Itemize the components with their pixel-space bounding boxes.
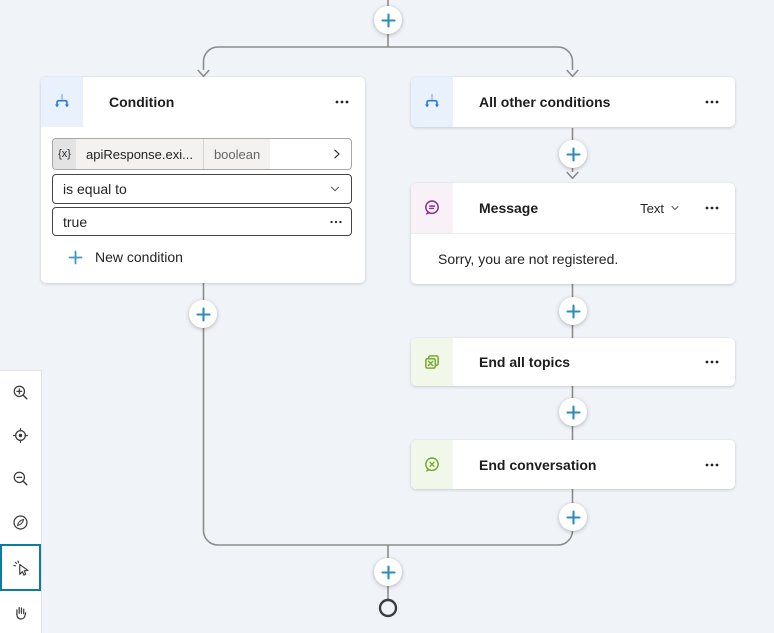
add-node-button[interactable] xyxy=(374,558,402,586)
variable-type: boolean xyxy=(203,139,271,169)
message-body-text[interactable]: Sorry, you are not registered. xyxy=(411,233,735,284)
operator-value: is equal to xyxy=(63,181,127,197)
end-conversation-icon xyxy=(411,440,453,489)
arrowhead-message xyxy=(566,171,579,180)
arrowhead-right-branch xyxy=(566,69,579,78)
center-view-icon xyxy=(12,428,29,444)
plus-icon xyxy=(565,509,581,525)
fit-view-button[interactable] xyxy=(0,500,41,544)
message-bubble-icon xyxy=(411,183,453,233)
ellipsis-icon xyxy=(330,220,342,223)
end-all-topics-node[interactable]: End all topics xyxy=(411,338,735,386)
condition-branch-icon xyxy=(411,77,453,127)
message-mode-value: Text xyxy=(640,200,664,216)
add-node-button[interactable] xyxy=(374,6,402,34)
add-node-button[interactable] xyxy=(189,300,217,328)
select-cursor-icon xyxy=(13,560,29,576)
new-condition-label: New condition xyxy=(95,249,183,265)
plus-icon xyxy=(565,404,581,420)
connector-merge-left xyxy=(202,530,559,546)
condition-value-row xyxy=(52,207,352,236)
message-mode-dropdown[interactable]: Text xyxy=(634,200,687,217)
plus-icon xyxy=(380,12,396,28)
condition-fields: {x} apiResponse.exi... boolean is equal … xyxy=(41,127,365,265)
variable-spacer xyxy=(270,139,323,169)
connector-branch-left xyxy=(202,46,218,70)
zoom-in-icon xyxy=(13,385,28,400)
select-tool-button[interactable] xyxy=(0,543,41,591)
add-node-button[interactable] xyxy=(559,503,587,531)
ellipsis-icon xyxy=(705,100,719,104)
ellipsis-icon xyxy=(705,206,719,210)
condition-node-header: Condition xyxy=(41,77,365,127)
node-menu-button[interactable] xyxy=(695,85,729,119)
variable-badge: {x} xyxy=(53,139,76,169)
node-menu-button[interactable] xyxy=(695,191,729,225)
condition-branch-icon xyxy=(41,77,83,127)
condition-value-input[interactable] xyxy=(53,213,321,230)
ellipsis-icon xyxy=(335,100,349,104)
node-title: End conversation xyxy=(479,456,597,473)
hand-icon xyxy=(16,606,27,620)
all-other-conditions-header: All other conditions xyxy=(411,77,735,127)
end-all-topics-icon xyxy=(411,338,453,386)
zoom-out-button[interactable] xyxy=(0,457,41,501)
add-node-button[interactable] xyxy=(559,297,587,325)
node-title: End all topics xyxy=(479,354,571,370)
chevron-right-icon[interactable] xyxy=(323,139,351,169)
add-node-button[interactable] xyxy=(559,140,587,168)
new-condition-button[interactable]: New condition xyxy=(68,249,183,265)
message-node[interactable]: Message Text Sorry, you are not register… xyxy=(411,183,735,284)
node-title: Condition xyxy=(109,94,175,110)
compass-icon xyxy=(13,515,28,530)
node-title: All other conditions xyxy=(479,94,611,110)
ellipsis-icon xyxy=(705,360,719,364)
zoom-out-icon xyxy=(13,472,28,486)
arrowhead-left-branch xyxy=(197,69,210,78)
chevron-down-icon xyxy=(671,205,679,211)
variable-name: apiResponse.exi... xyxy=(76,139,204,169)
node-menu-button[interactable] xyxy=(325,85,359,119)
ellipsis-icon xyxy=(705,463,719,466)
condition-node[interactable]: Condition {x} apiResponse.exi... boolean… xyxy=(41,77,365,283)
connector-merge-right xyxy=(558,530,574,546)
canvas-toolbar xyxy=(0,370,42,633)
pan-tool-button[interactable] xyxy=(0,590,41,633)
node-menu-button[interactable] xyxy=(695,448,729,482)
add-node-button[interactable] xyxy=(559,398,587,426)
zoom-in-button[interactable] xyxy=(0,371,41,415)
end-all-topics-header: End all topics xyxy=(411,338,735,386)
all-other-conditions-node[interactable]: All other conditions xyxy=(411,77,735,127)
plus-icon xyxy=(565,146,581,162)
end-conversation-header: End conversation xyxy=(411,440,735,489)
plus-icon xyxy=(380,564,396,580)
node-title: Message xyxy=(479,200,539,216)
end-conversation-node[interactable]: End conversation xyxy=(411,440,735,489)
flow-end-terminal xyxy=(378,598,398,618)
plus-icon xyxy=(565,303,581,319)
node-menu-button[interactable] xyxy=(695,345,729,379)
message-node-header: Message Text xyxy=(411,183,735,233)
operator-select[interactable]: is equal to xyxy=(52,174,352,204)
connector-branch-right xyxy=(558,46,574,70)
plus-icon xyxy=(195,306,211,322)
value-options-button[interactable] xyxy=(321,208,351,235)
chevron-down-icon xyxy=(330,186,340,192)
center-view-button[interactable] xyxy=(0,414,41,458)
plus-icon xyxy=(68,250,83,264)
condition-variable-field[interactable]: {x} apiResponse.exi... boolean xyxy=(52,138,352,170)
